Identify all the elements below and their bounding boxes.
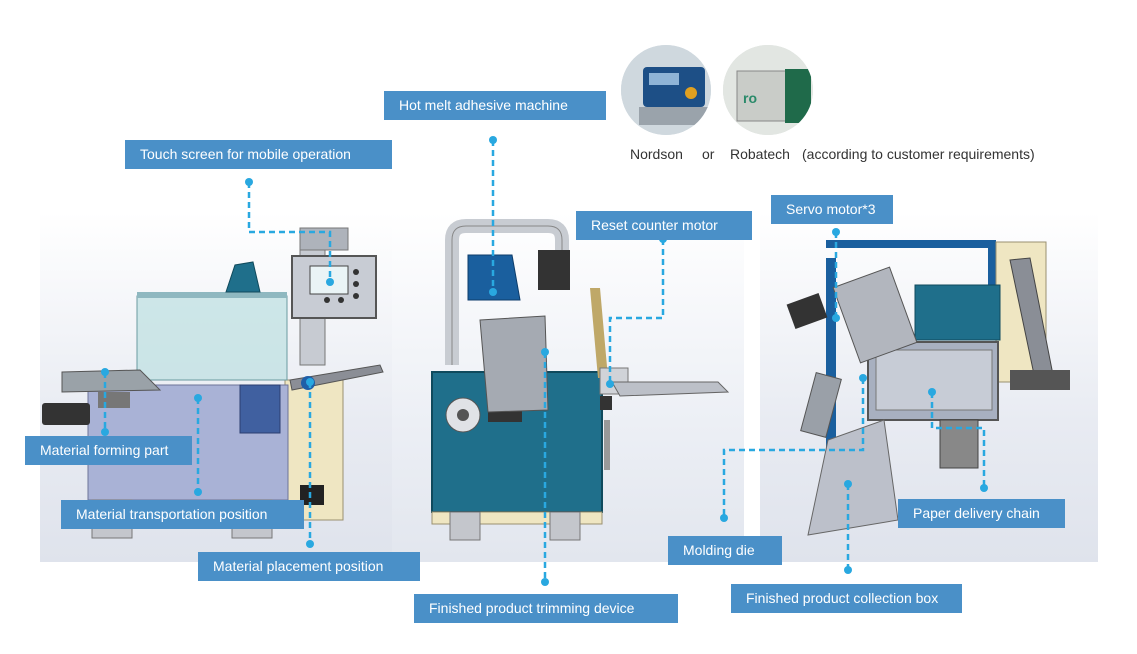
label-paper-delivery-chain: Paper delivery chain: [898, 499, 1065, 528]
supplier-nordson: Nordson: [630, 146, 683, 162]
label-material-transportation-position: Material transportation position: [61, 500, 304, 529]
supplier-note: (according to customer requirements): [802, 146, 1035, 162]
nordson-photo: [621, 45, 711, 135]
middle-machine-panel: [392, 212, 744, 562]
label-material-placement-position: Material placement position: [198, 552, 420, 581]
label-finished-product-trimming-device: Finished product trimming device: [414, 594, 678, 623]
label-servo-motor: Servo motor*3: [771, 195, 893, 224]
svg-text:ro: ro: [743, 90, 757, 106]
label-material-forming-part: Material forming part: [25, 436, 192, 465]
label-touch-screen: Touch screen for mobile operation: [125, 140, 392, 169]
label-hot-melt-adhesive-machine: Hot melt adhesive machine: [384, 91, 606, 120]
label-molding-die: Molding die: [668, 536, 782, 565]
supplier-separator: or: [702, 146, 715, 162]
robatech-photo: ro: [723, 45, 813, 135]
label-finished-product-collection-box: Finished product collection box: [731, 584, 962, 613]
label-reset-counter-motor: Reset counter motor: [576, 211, 752, 240]
supplier-robatech: Robatech: [730, 146, 790, 162]
